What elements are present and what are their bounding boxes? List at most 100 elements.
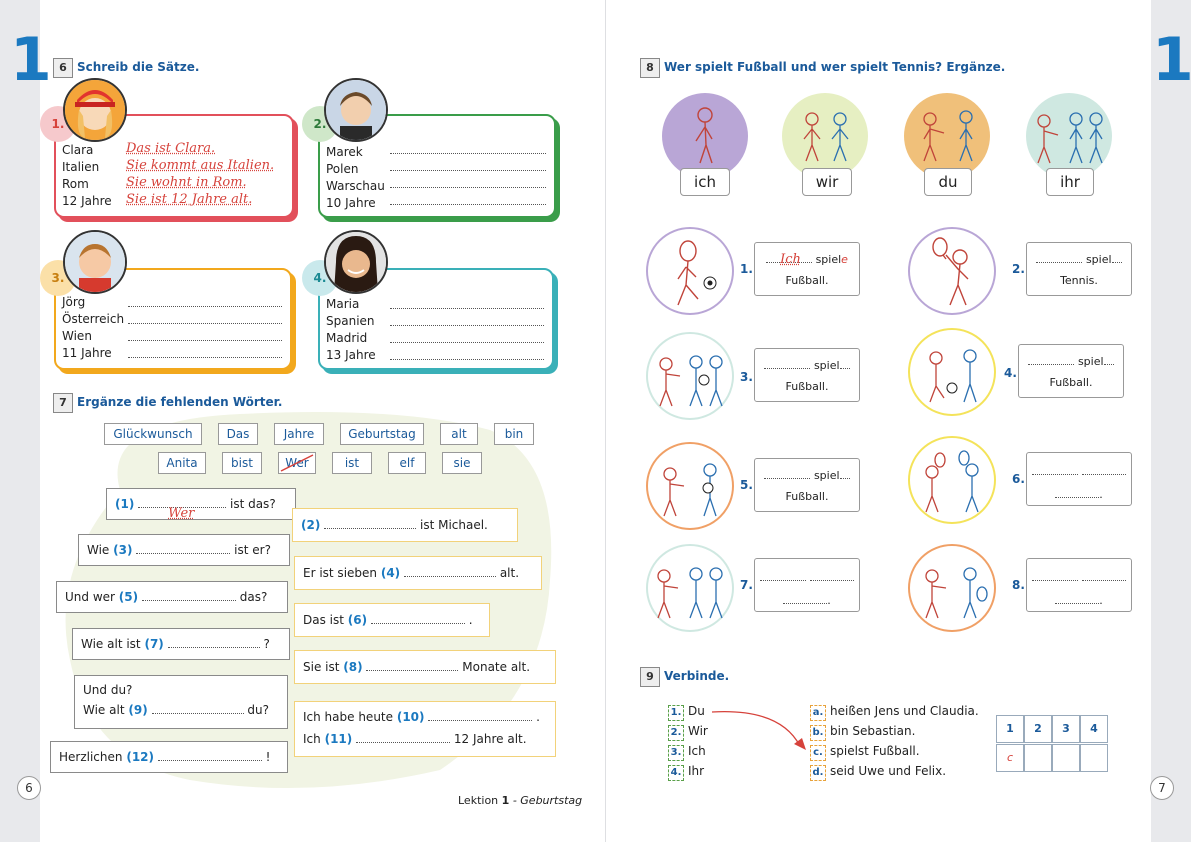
gap-line[interactable] [1081, 580, 1126, 581]
gap-line[interactable] [428, 720, 533, 721]
stick-figures-icon [923, 110, 973, 162]
word-chip[interactable]: elf [388, 452, 426, 474]
dialog-text: Er ist sieben [303, 566, 378, 580]
ex6-card-1-answer: Sie wohnt in Rom. [126, 175, 247, 190]
dialog-box-5: Und wer (5) das? [56, 581, 288, 613]
word-chip[interactable]: bin [494, 423, 534, 445]
answer-line[interactable] [390, 359, 544, 360]
dialog-text: Wie alt [83, 703, 125, 717]
gap-line[interactable] [136, 553, 231, 554]
match-left-item[interactable]: 3.Ich [668, 744, 706, 761]
gap-line[interactable] [839, 478, 850, 479]
gap-line[interactable] [1032, 580, 1079, 581]
object-text: Fußball. [785, 380, 829, 393]
ex8-answer-box-4[interactable]: spiel Fußball. [1018, 344, 1124, 398]
match-left-item[interactable]: 2. Wir [668, 724, 708, 741]
answer-line[interactable] [128, 306, 282, 307]
gap-line[interactable] [141, 600, 236, 601]
gap-line[interactable] [1032, 474, 1079, 475]
pronoun-label: wir [802, 168, 852, 196]
exercise-9-number: 9 [640, 667, 660, 687]
match-right-item[interactable]: d.seid Uwe und Felix. [810, 764, 946, 781]
match-right-item[interactable]: b.bin Sebastian. [810, 724, 915, 741]
gap-line[interactable] [764, 368, 811, 369]
ex8-answer-box-1[interactable]: Ich spiele Fußball. [754, 242, 860, 296]
gap-number: (1) [115, 497, 135, 511]
gap-line[interactable] [1055, 497, 1100, 498]
answer-line[interactable] [128, 340, 282, 341]
answer-grid-cell[interactable] [1024, 744, 1052, 772]
answer-line[interactable] [390, 187, 546, 188]
gap-line[interactable] [366, 670, 459, 671]
answer-line[interactable] [390, 308, 544, 309]
word-chip[interactable]: Geburtstag [340, 423, 424, 445]
match-text: Wir [688, 724, 708, 738]
dialog-text: Und du? [83, 683, 133, 697]
object-text: Tennis. [1060, 274, 1098, 287]
gap-line[interactable] [157, 760, 262, 761]
gap-line[interactable] [370, 623, 465, 624]
answer-grid-cell[interactable]: c [996, 744, 1024, 772]
ex8-answer-box-8[interactable]: . [1026, 558, 1132, 612]
answer-line[interactable] [390, 153, 546, 154]
gap-line[interactable] [1103, 364, 1114, 365]
ex8-answer-box-3[interactable]: spiel Fußball. [754, 348, 860, 402]
match-right-item[interactable]: a.heißen Jens und Claudia. [810, 704, 979, 721]
avatar-clara [63, 78, 127, 142]
gap-line[interactable]: Wer [138, 506, 227, 521]
match-left-item[interactable]: 1.Du [668, 704, 705, 721]
gap-line[interactable]: Ich [766, 252, 813, 267]
answer-grid-cell[interactable] [1052, 744, 1080, 772]
answer-line[interactable] [390, 204, 546, 205]
gap-line[interactable] [1081, 474, 1126, 475]
word-chip[interactable]: Jahre [274, 423, 324, 445]
answer-line[interactable] [390, 342, 544, 343]
answer-line[interactable] [128, 357, 282, 358]
dialog-text: alt. [499, 566, 520, 580]
gap-line[interactable] [1055, 603, 1100, 604]
dialog-box-10-11: Ich habe heute (10) . Ich (11) 12 Jahre … [294, 701, 556, 757]
answer-grid-cell[interactable] [1080, 744, 1108, 772]
word-chip[interactable]: Das [218, 423, 258, 445]
gap-line[interactable] [356, 742, 451, 743]
answer-line[interactable] [390, 325, 544, 326]
match-text: Ich [688, 744, 706, 758]
gap-line[interactable] [839, 368, 850, 369]
word-chip[interactable]: Glückwunsch [104, 423, 202, 445]
gap-line[interactable] [764, 478, 811, 479]
gap-line[interactable] [1036, 262, 1083, 263]
gap-line[interactable] [1028, 364, 1075, 365]
gap-line[interactable] [167, 647, 260, 648]
ex6-card-1-row: Clara [62, 143, 94, 157]
word-chip[interactable]: sie [442, 452, 482, 474]
word-chip[interactable]: alt [440, 423, 478, 445]
gap-line[interactable] [151, 713, 244, 714]
ex8-answer-box-6[interactable]: . [1026, 452, 1132, 506]
answer-line[interactable] [128, 323, 282, 324]
ex8-answer-box-2[interactable]: spiel Tennis. [1026, 242, 1132, 296]
gap-line[interactable] [404, 576, 496, 577]
match-right-item[interactable]: c.spielst Fußball. [810, 744, 920, 761]
ex8-answer-box-5[interactable]: spiel Fußball. [754, 458, 860, 512]
gap-line[interactable] [1111, 262, 1122, 263]
match-tag: 2. [668, 725, 684, 741]
gap-line[interactable] [809, 580, 854, 581]
ex6-card-1-row: 12 Jahre [62, 194, 112, 208]
word-chip[interactable]: Anita [158, 452, 206, 474]
word-chip[interactable]: ist [332, 452, 372, 474]
pronoun-circle-du [904, 93, 990, 179]
dialog-text: Ich [303, 732, 321, 746]
answer-line[interactable] [390, 170, 546, 171]
dialog-box-4: Er ist sieben (4) alt. [294, 556, 542, 590]
tennis-players-icon [657, 567, 723, 619]
match-tag: 4. [668, 765, 684, 781]
gap-line[interactable] [783, 603, 828, 604]
word-chip[interactable]: bist [222, 452, 262, 474]
match-left-item[interactable]: 4.Ihr [668, 764, 704, 781]
ex8-answer-box-7[interactable]: . [754, 558, 860, 612]
dialog-text: Wie [87, 543, 110, 557]
gap-line[interactable] [760, 580, 807, 581]
gap-line[interactable] [324, 528, 417, 529]
word-chip-used[interactable]: Wer [278, 452, 316, 474]
ex6-card-3-row: Jörg [62, 295, 86, 309]
